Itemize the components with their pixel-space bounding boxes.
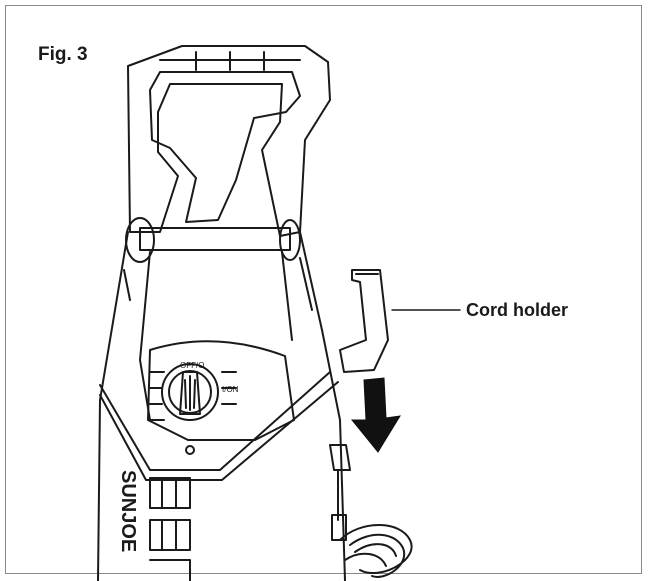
- left-vents: [149, 371, 165, 421]
- body-contour: [123, 257, 313, 311]
- right-vents: [221, 371, 237, 405]
- handle-grip: [159, 51, 301, 71]
- cord-holder-label: Cord holder: [466, 300, 568, 320]
- main-body: [97, 231, 346, 581]
- figure-label: Fig. 3: [38, 44, 88, 65]
- right-knob: [279, 219, 301, 261]
- switch-dial: [161, 363, 219, 421]
- body-panel: [139, 251, 293, 421]
- crossbar: [139, 227, 291, 251]
- brand-logo: SUNJOE: [117, 470, 139, 552]
- coiled-cord: [339, 524, 413, 578]
- switch-off-label: OFF/O: [180, 361, 204, 370]
- switch-lever: [179, 371, 201, 415]
- handle-frame: [127, 45, 331, 237]
- switch-housing: [147, 340, 295, 441]
- lower-vents: [149, 477, 191, 581]
- hose-fitting: [329, 444, 351, 541]
- figure-frame: [5, 5, 642, 574]
- cord-holder: [339, 269, 389, 373]
- switch-screw: [185, 445, 195, 455]
- lower-chevron: [99, 371, 331, 471]
- switch-on-label: I/ON: [222, 385, 239, 394]
- handle-opening: [149, 71, 301, 223]
- down-arrow-icon: [350, 377, 401, 453]
